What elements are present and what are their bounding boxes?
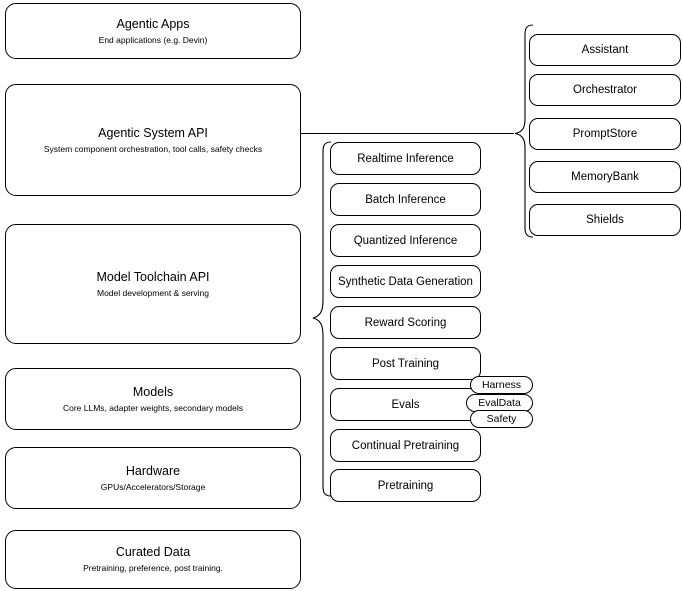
layer-subtitle: Pretraining, preference, post training. [83, 563, 223, 573]
capability-label: Synthetic Data Generation [338, 275, 473, 288]
brace-system-components [514, 24, 534, 238]
layer-hardware[interactable]: Hardware GPUs/Accelerators/Storage [5, 447, 301, 509]
capability-post-training[interactable]: Post Training [330, 347, 481, 380]
connector-line-system-api [301, 132, 514, 134]
component-label: Orchestrator [573, 84, 637, 96]
layer-agentic-system-api[interactable]: Agentic System API System component orch… [5, 84, 301, 196]
evals-pill-safety[interactable]: Safety [470, 410, 533, 428]
evals-pill-evaldata[interactable]: EvalData [466, 394, 533, 412]
layer-agentic-apps[interactable]: Agentic Apps End applications (e.g. Devi… [5, 3, 301, 59]
layer-subtitle: End applications (e.g. Devin) [98, 34, 208, 45]
capability-reward-scoring[interactable]: Reward Scoring [330, 306, 481, 339]
capability-quantized-inference[interactable]: Quantized Inference [330, 224, 481, 257]
capability-continual-pretraining[interactable]: Continual Pretraining [330, 429, 481, 462]
capability-pretraining[interactable]: Pretraining [330, 469, 481, 502]
pill-label: EvalData [478, 397, 521, 409]
capability-label: Continual Pretraining [351, 439, 460, 452]
component-memorybank[interactable]: MemoryBank [529, 161, 681, 193]
layer-title: Curated Data [115, 545, 191, 559]
layer-title: Agentic Apps [116, 16, 190, 31]
capability-label: Batch Inference [365, 193, 446, 206]
component-promptstore[interactable]: PromptStore [529, 118, 681, 150]
layer-title: Agentic System API [98, 125, 208, 140]
component-label: Assistant [581, 44, 629, 56]
brace-toolchain [312, 141, 332, 497]
capability-realtime-inference[interactable]: Realtime Inference [330, 142, 481, 175]
layer-subtitle: Model development & serving [97, 287, 209, 298]
component-assistant[interactable]: Assistant [529, 34, 681, 66]
layer-curated-data[interactable]: Curated Data Pretraining, preference, po… [5, 530, 301, 589]
layer-models[interactable]: Models Core LLMs, adapter weights, secon… [5, 368, 301, 430]
pill-label: Safety [486, 413, 517, 425]
component-orchestrator[interactable]: Orchestrator [529, 74, 681, 106]
component-label: Shields [586, 214, 624, 226]
layer-title: Models [132, 384, 174, 399]
capability-evals[interactable]: Evals [330, 388, 481, 421]
pill-label: Harness [481, 379, 522, 391]
capability-synthetic-data-generation[interactable]: Synthetic Data Generation [330, 265, 481, 298]
layer-subtitle: GPUs/Accelerators/Storage [100, 481, 206, 492]
layer-title: Hardware [125, 463, 181, 478]
capability-label: Reward Scoring [364, 316, 447, 329]
capability-label: Evals [391, 398, 420, 411]
component-label: MemoryBank [571, 171, 639, 183]
capability-label: Post Training [371, 357, 440, 370]
component-label: PromptStore [572, 128, 638, 140]
component-shields[interactable]: Shields [529, 204, 681, 236]
capability-label: Realtime Inference [357, 152, 454, 165]
layer-subtitle: System component orchestration, tool cal… [43, 143, 263, 154]
capability-label: Pretraining [377, 479, 434, 492]
evals-pill-harness[interactable]: Harness [470, 376, 533, 394]
layer-subtitle: Core LLMs, adapter weights, secondary mo… [62, 402, 243, 413]
capability-batch-inference[interactable]: Batch Inference [330, 183, 481, 216]
layer-model-toolchain-api[interactable]: Model Toolchain API Model development & … [5, 224, 301, 344]
layer-title: Model Toolchain API [96, 269, 210, 284]
capability-label: Quantized Inference [353, 234, 458, 247]
